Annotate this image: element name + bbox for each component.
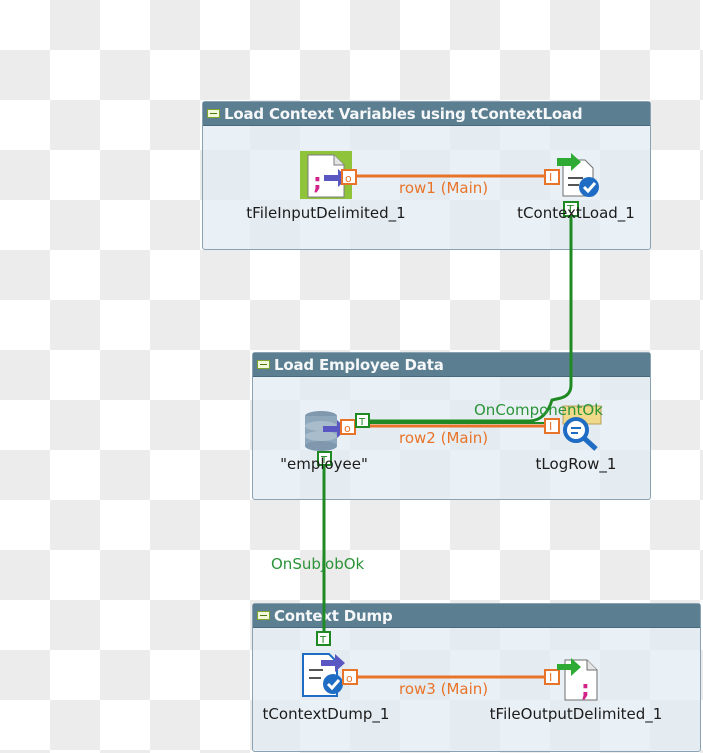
component-label-file-input: tFileInputDelimited_1	[246, 204, 406, 222]
link-label-row3[interactable]: row3 (Main)	[399, 680, 489, 698]
component-label-context-dump: tContextDump_1	[262, 705, 390, 723]
svg-text:o: o	[346, 672, 353, 685]
component-label-employee: "employee"	[280, 455, 368, 473]
svg-text:I: I	[549, 671, 552, 684]
file-input-delimited-icon[interactable]: ; o	[300, 151, 360, 201]
svg-text:;: ;	[313, 170, 322, 195]
collapse-icon[interactable]	[207, 109, 220, 118]
file-output-delimited-icon[interactable]: I ;	[543, 654, 605, 704]
subjob-title: Load Employee Data	[274, 355, 444, 374]
log-row-icon[interactable]: I	[543, 402, 605, 456]
svg-text:o: o	[344, 422, 351, 435]
subjob-title: Context Dump	[274, 606, 393, 625]
trigger-label-oncomponentok[interactable]: OnComponentOk	[474, 401, 603, 419]
subjob-title: Load Context Variables using tContextLoa…	[224, 104, 583, 123]
svg-text:T: T	[319, 635, 327, 646]
link-label-row1[interactable]: row1 (Main)	[399, 179, 489, 197]
svg-text:I: I	[549, 171, 552, 184]
component-label-log-row: tLogRow_1	[535, 455, 617, 473]
svg-text:T: T	[358, 417, 366, 428]
component-label-file-output: tFileOutputDelimited_1	[489, 705, 663, 723]
svg-text:T: T	[566, 203, 574, 216]
svg-text:I: I	[549, 420, 552, 433]
database-input-icon[interactable]: o T T	[303, 410, 373, 472]
svg-text:o: o	[345, 172, 352, 185]
link-label-row2[interactable]: row2 (Main)	[399, 429, 489, 447]
trigger-link-oncomponentok[interactable]	[365, 216, 573, 423]
subjob-header[interactable]: Context Dump	[253, 604, 700, 628]
subjob-header[interactable]: Load Context Variables using tContextLoa…	[203, 102, 650, 126]
trigger-label-onsubjobok[interactable]: OnSubjobOk	[271, 555, 365, 573]
svg-text:T: T	[320, 455, 328, 466]
component-label-context-load: tContextLoad_1	[517, 204, 635, 222]
context-dump-icon[interactable]: T o	[299, 630, 363, 700]
svg-text:;: ;	[581, 677, 590, 702]
context-load-icon[interactable]: I T	[543, 150, 605, 220]
subjob-header[interactable]: Load Employee Data	[253, 353, 650, 377]
collapse-icon[interactable]	[257, 360, 270, 369]
collapse-icon[interactable]	[257, 611, 270, 620]
